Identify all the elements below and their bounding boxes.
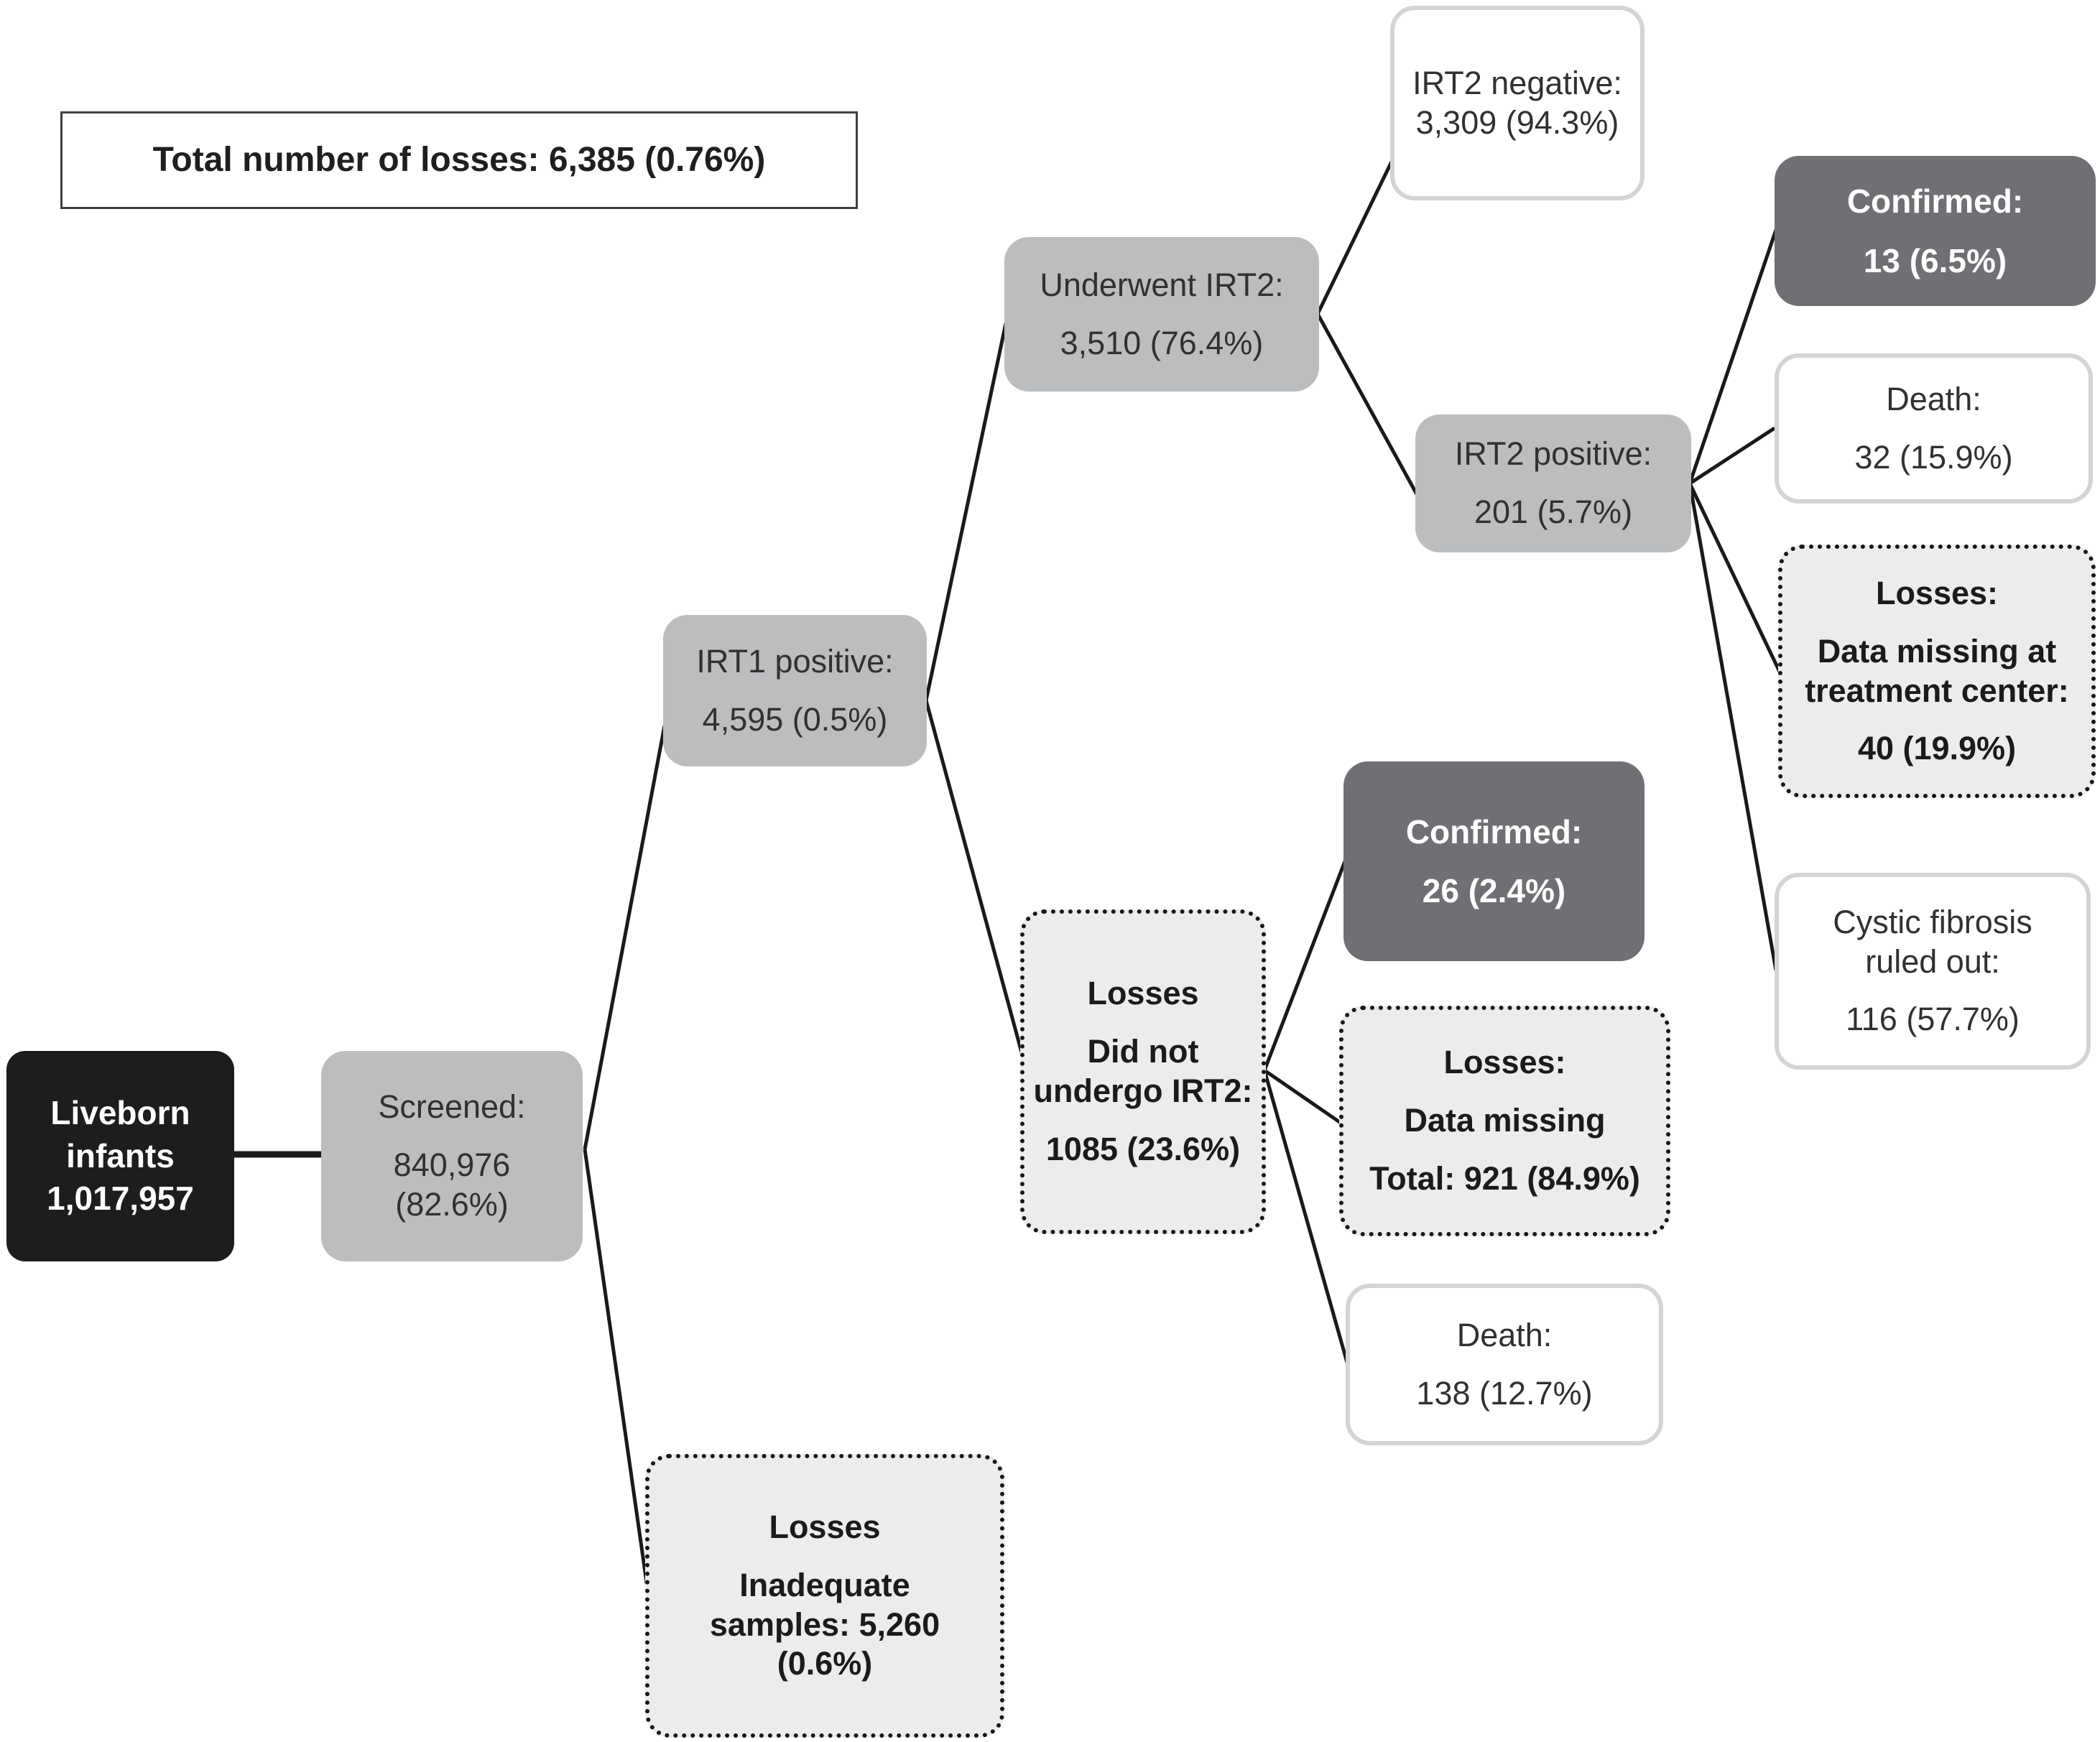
irt2-negative-text: IRT2 negative: 3,309 (94.3%) <box>1412 64 1622 141</box>
losses-no-irt2-detail: Did not undergo IRT2: <box>1033 1033 1253 1109</box>
node-losses-data-missing: Losses: Data missing Total: 921 (84.9%) <box>1339 1006 1670 1236</box>
connector-underwent-to-irt2-positive <box>1315 312 1419 496</box>
total-losses-text: Total number of losses: 6,385 (0.76%) <box>152 140 766 179</box>
losses-treatment-value: 40 (19.9%) <box>1857 730 2017 767</box>
irt1-positive-label: IRT1 positive: <box>696 642 894 680</box>
underwent-irt2-label: Underwent IRT2: <box>1040 266 1284 303</box>
losses-inadequate-label: Losses <box>769 1508 881 1545</box>
losses-data-missing-value: Total: 921 (84.9%) <box>1369 1159 1640 1197</box>
node-losses-no-irt2: Losses Did not undergo IRT2: 1085 (23.6%… <box>1020 909 1266 1234</box>
connector-losses-no-irt2-to-confirmed <box>1262 861 1347 1071</box>
node-confirmed-no-irt2: Confirmed: 26 (2.4%) <box>1343 761 1645 961</box>
confirmed-no-irt2-label: Confirmed: <box>1405 812 1583 851</box>
node-screened: Screened: 840,976 (82.6%) <box>321 1051 583 1261</box>
death-no-irt2-value: 138 (12.7%) <box>1416 1374 1593 1412</box>
node-liveborn-infants: Liveborn infants 1,017,957 <box>6 1051 234 1261</box>
node-cf-ruled-out: Cystic fibrosis ruled out: 116 (57.7%) <box>1775 873 2091 1070</box>
losses-data-missing-label: Losses: <box>1443 1044 1566 1081</box>
screened-value: 840,976 (82.6%) <box>393 1146 511 1223</box>
losses-data-missing-detail: Data missing <box>1404 1102 1606 1139</box>
node-losses-treatment-center: Losses: Data missing at treatment center… <box>1778 545 2096 798</box>
connector-irt2pos-to-cf-ruled-out <box>1688 483 1778 971</box>
node-confirmed-after-irt2: Confirmed: 13 (6.5%) <box>1775 156 2096 306</box>
losses-treatment-label: Losses: <box>1875 574 1999 611</box>
losses-no-irt2-value: 1085 (23.6%) <box>1045 1130 1241 1167</box>
irt1-positive-value: 4,595 (0.5%) <box>702 700 888 738</box>
death-irt2-value: 32 (15.9%) <box>1854 438 2013 476</box>
cf-ruled-out-label: Cystic fibrosis ruled out: <box>1833 903 2032 980</box>
node-death-no-irt2: Death: 138 (12.7%) <box>1346 1284 1663 1445</box>
node-death-after-irt2: Death: 32 (15.9%) <box>1775 353 2093 504</box>
confirmed-irt2-value: 13 (6.5%) <box>1863 241 2007 279</box>
node-irt2-positive: IRT2 positive: 201 (5.7%) <box>1415 414 1691 552</box>
connector-losses-no-irt2-to-death <box>1262 1070 1350 1366</box>
confirmed-no-irt2-value: 26 (2.4%) <box>1422 872 1566 909</box>
death-irt2-label: Death: <box>1886 380 1981 417</box>
screened-label: Screened: <box>378 1088 526 1126</box>
total-losses-box: Total number of losses: 6,385 (0.76%) <box>60 111 858 209</box>
irt2-positive-label: IRT2 positive: <box>1454 435 1652 473</box>
connector-irt2pos-to-losses-treatment <box>1688 482 1782 673</box>
cf-ruled-out-value: 116 (57.7%) <box>1846 1001 2020 1038</box>
losses-treatment-detail: Data missing at treatment center: <box>1805 632 2069 709</box>
irt2-positive-value: 201 (5.7%) <box>1474 494 1633 530</box>
losses-no-irt2-label: Losses <box>1087 975 1199 1012</box>
connector-screened-to-irt1-positive <box>583 725 667 1150</box>
connector-screened-to-losses-inadequate <box>583 1149 649 1588</box>
connector-losses-no-irt2-to-data-missing <box>1263 1068 1342 1125</box>
liveborn-text: Liveborn infants 1,017,957 <box>47 1093 194 1218</box>
node-irt1-positive: IRT1 positive: 4,595 (0.5%) <box>663 615 927 766</box>
connector-irt2pos-to-death <box>1688 426 1776 486</box>
node-underwent-irt2: Underwent IRT2: 3,510 (76.4%) <box>1004 237 1319 392</box>
node-irt2-negative: IRT2 negative: 3,309 (94.3%) <box>1390 6 1645 200</box>
connector-underwent-to-irt2-negative <box>1315 160 1394 315</box>
connector-irt1-to-losses-no-irt2 <box>924 700 1024 1053</box>
connector-irt2pos-to-confirmed <box>1688 229 1778 484</box>
underwent-irt2-value: 3,510 (76.4%) <box>1060 324 1264 361</box>
death-no-irt2-label: Death: <box>1456 1316 1553 1353</box>
confirmed-irt2-label: Confirmed: <box>1846 182 2024 221</box>
node-losses-inadequate-samples: Losses Inadequate samples: 5,260 (0.6%) <box>645 1454 1004 1738</box>
losses-inadequate-value: Inadequate samples: 5,260 (0.6%) <box>709 1566 940 1682</box>
connector-irt1-to-underwent-irt2 <box>924 323 1008 701</box>
